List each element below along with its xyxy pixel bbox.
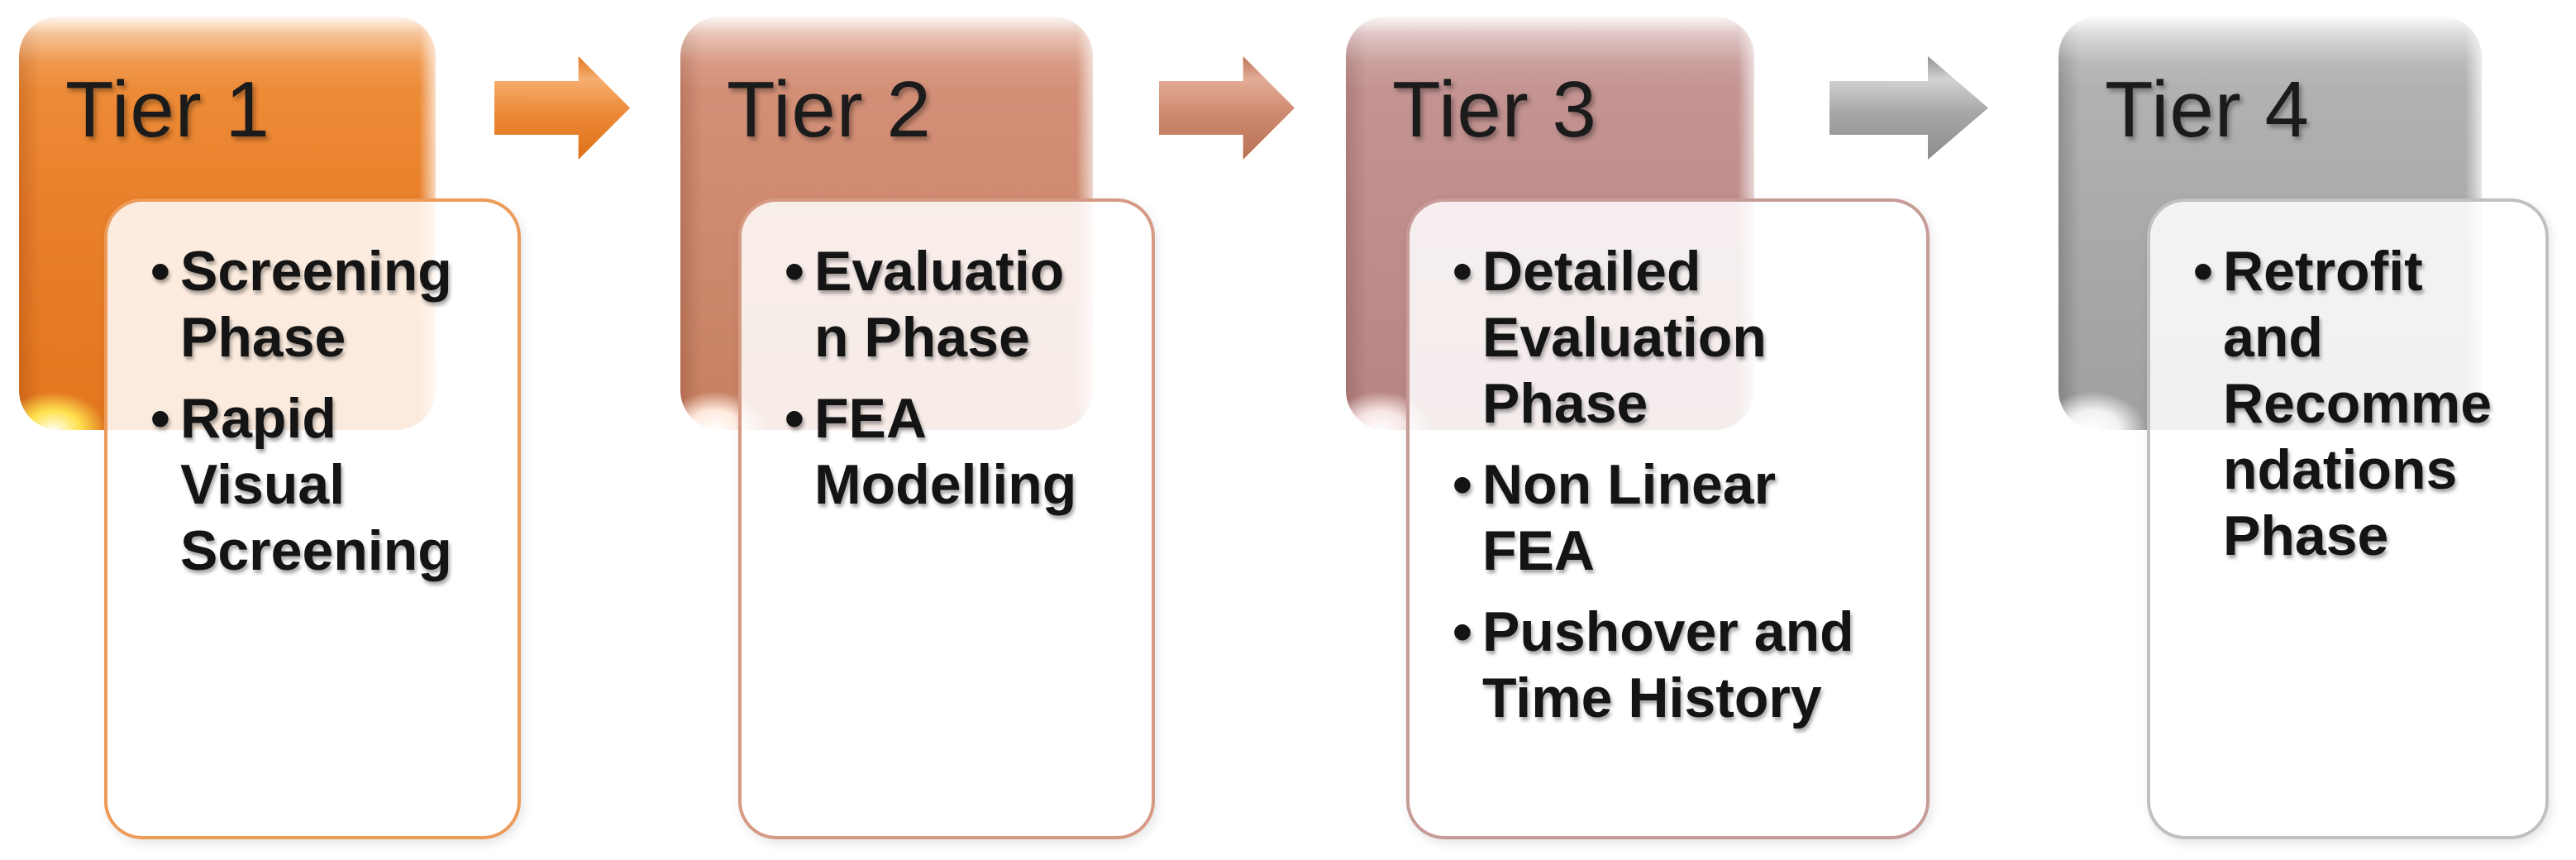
tier4-bullet-list: Retrofit and Recommendations Phase xyxy=(2193,238,2494,569)
bullet-item: FEA Modelling xyxy=(785,385,1092,518)
tier3-to-tier4-arrow-icon xyxy=(1829,56,1988,160)
tier1-to-tier2-arrow-icon xyxy=(494,56,630,160)
tier2-content-card: Evaluation Phase FEA Modelling xyxy=(738,198,1155,839)
tier3-bullet-list: Detailed Evaluation Phase Non Linear FEA… xyxy=(1453,238,1881,731)
tier2-bullet-list: Evaluation Phase FEA Modelling xyxy=(785,238,1092,518)
bullet-item: Detailed Evaluation Phase xyxy=(1453,238,1881,437)
bullet-item: Evaluation Phase xyxy=(785,238,1092,370)
tier2-to-tier3-arrow-icon xyxy=(1159,56,1295,160)
tier3-title: Tier 3 xyxy=(1392,65,1597,154)
bullet-item: Non Linear FEA xyxy=(1453,452,1881,584)
tier2-title: Tier 2 xyxy=(727,65,932,154)
tier4-title: Tier 4 xyxy=(2105,65,2310,154)
bullet-item: Rapid Visual Screening xyxy=(150,385,458,584)
tier1-content-card: Screening Phase Rapid Visual Screening xyxy=(104,198,521,839)
tier1-bullet-list: Screening Phase Rapid Visual Screening xyxy=(150,238,458,584)
bullet-item: Retrofit and Recommendations Phase xyxy=(2193,238,2494,569)
tier1-title: Tier 1 xyxy=(65,65,270,154)
bullet-item: Screening Phase xyxy=(150,238,458,370)
bullet-item: Pushover and Time History xyxy=(1453,599,1881,731)
tier4-content-card: Retrofit and Recommendations Phase xyxy=(2147,198,2549,839)
tier3-content-card: Detailed Evaluation Phase Non Linear FEA… xyxy=(1406,198,1930,839)
